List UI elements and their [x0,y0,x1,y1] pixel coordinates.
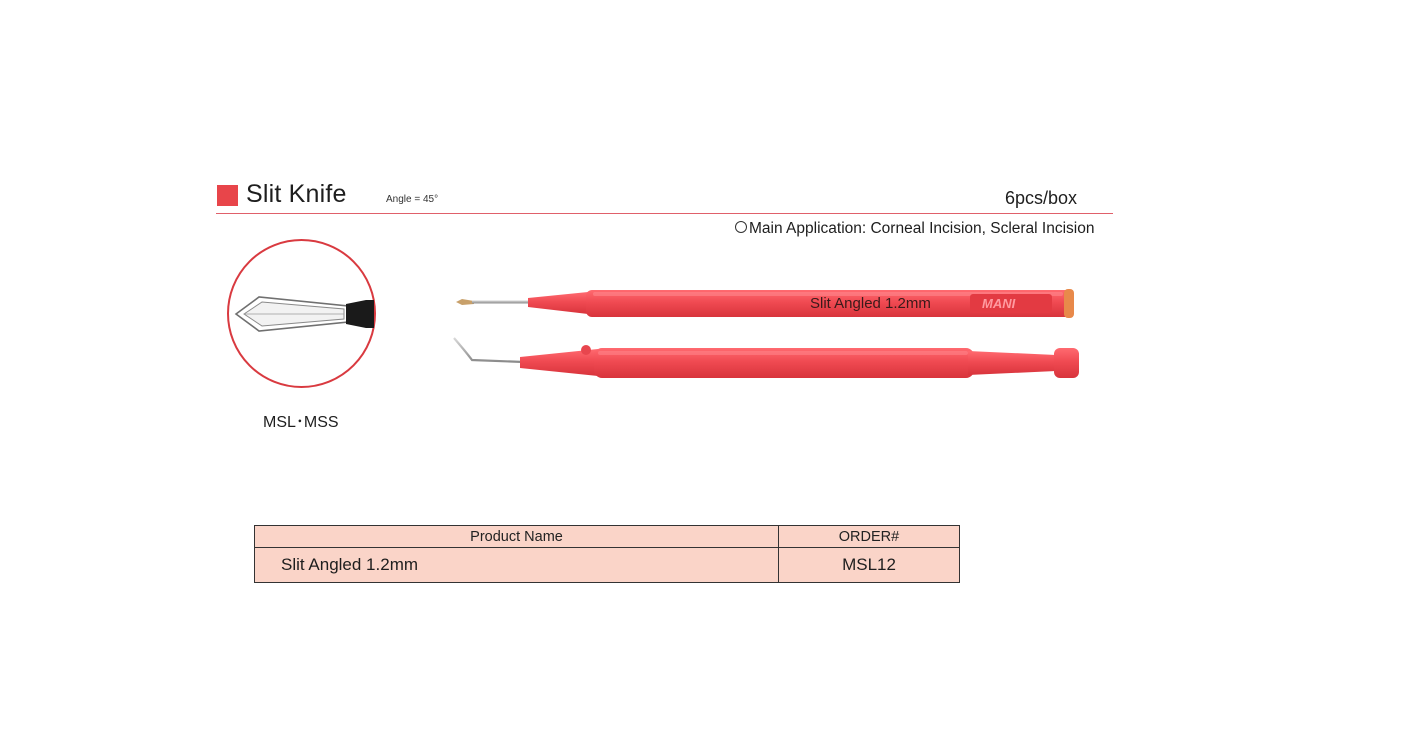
bottom-handle-taper [520,349,598,376]
table-row: Slit Angled 1.2mm MSL12 [254,547,960,583]
header-divider [216,213,1113,214]
blade-tip-detail [227,239,376,388]
angle-note: Angle = 45° [386,194,439,205]
product-name-cell: Slit Angled 1.2mm [254,547,779,583]
product-table: Product Name ORDER# Slit Angled 1.2mm MS… [254,525,960,583]
package-quantity: 6pcs/box [1005,188,1078,208]
instrument-top: Slit Angled 1.2mm MANI [456,289,1074,318]
top-handle-highlight [593,292,1063,296]
bottom-end-cap [1054,348,1079,378]
column-header-order: ORDER# [778,525,960,548]
main-application: Main Application: Corneal Incision, Scle… [735,220,1094,238]
title-marker [217,185,238,206]
order-number-cell: MSL12 [778,547,960,583]
product-photo: Slit Angled 1.2mm MANI [453,289,1079,378]
table-header-row: Product Name ORDER# [254,525,960,548]
top-needle [472,300,532,304]
top-end-cap [1064,289,1074,318]
circle-bullet-icon [735,221,747,233]
bottom-handle-highlight [598,351,968,355]
bottom-handle-body [594,348,974,378]
top-handle-body [586,290,1072,317]
column-header-product-name: Product Name [254,525,779,548]
bottom-angled-needle [453,337,525,364]
brand-plate [970,294,1052,313]
bottom-collar [581,345,591,355]
page-title: Slit Knife [246,180,347,208]
handle-label: Slit Angled 1.2mm [810,295,931,312]
instrument-bottom [453,337,1079,378]
main-application-text: Main Application: Corneal Incision, Scle… [749,220,1095,237]
top-handle-taper [528,292,588,314]
brand-label: MANI [982,296,1016,311]
top-blade [456,299,474,305]
bottom-handle-tail [968,351,1056,375]
detail-caption: MSL･MSS [263,414,339,431]
blade-hub [346,300,374,328]
